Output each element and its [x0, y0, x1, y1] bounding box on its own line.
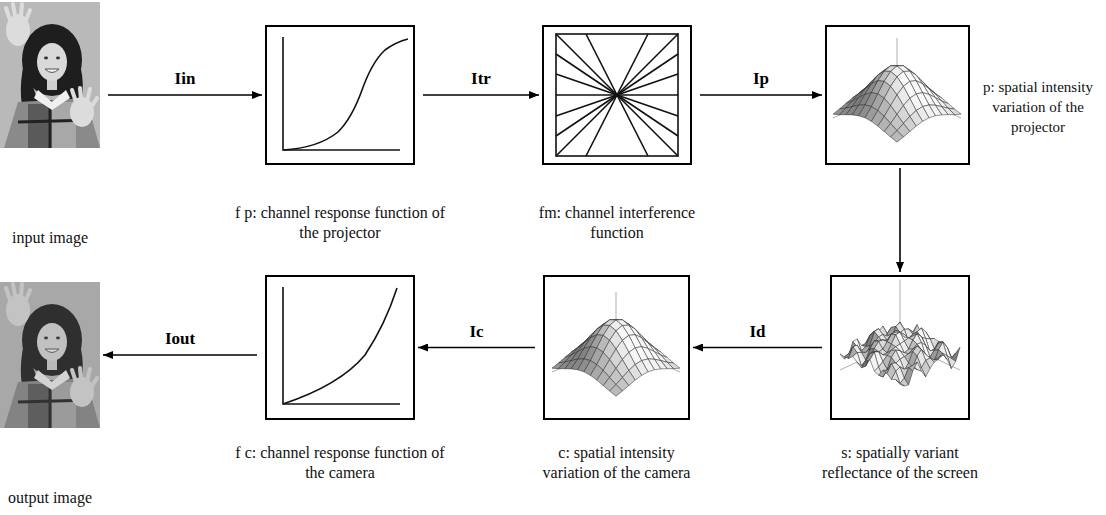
flow-arrow [418, 347, 535, 349]
curve-axes [283, 37, 400, 150]
curve-axes [283, 287, 400, 404]
screen-surface [840, 280, 960, 386]
signal-label: Ic [467, 322, 485, 342]
figure-caption: output image [0, 488, 110, 508]
output-image: output image [0, 282, 100, 448]
signal-label: Itr [469, 69, 493, 89]
mesh-facet [896, 380, 905, 386]
interference-figure [556, 34, 678, 156]
figure-box [542, 25, 692, 165]
figure-box [265, 275, 415, 420]
mesh-facet [879, 362, 888, 377]
mesh-facet [921, 360, 930, 376]
signal-label: Iin [173, 69, 198, 89]
figure-caption: f p: channel response function of the pr… [228, 203, 453, 243]
output-photo [0, 282, 100, 428]
signal-label: Ip [751, 69, 771, 89]
signal-label: Iout [163, 329, 197, 349]
flow-arrow [108, 94, 262, 96]
response-curve [283, 287, 400, 404]
figure-caption: f c: channel response function of the ca… [228, 443, 453, 483]
image-frame [0, 2, 100, 148]
figure-caption: p: spatial intensity variation of the pr… [974, 77, 1102, 137]
response-curve [283, 37, 408, 150]
mesh-facet [891, 131, 904, 143]
figure-caption: input image [0, 228, 110, 248]
curve-line [283, 39, 408, 150]
flow-arrow [700, 94, 822, 96]
interference-frame [556, 34, 678, 156]
flow-arrow [423, 94, 539, 96]
input-image: input image [0, 2, 100, 168]
camera-surface [552, 292, 680, 396]
interference-line [586, 34, 648, 156]
mesh-facet [610, 385, 623, 397]
projector-surface [833, 38, 961, 142]
interference-box: fm: channel interference function [542, 25, 692, 205]
figure-caption: s: spatially variant reflectance of the … [805, 443, 995, 483]
intensity-surface-box: c: spatial intensity variation of the ca… [543, 275, 690, 460]
flow-arrow [899, 168, 901, 272]
figure-box [830, 275, 970, 420]
figure-box [825, 25, 970, 165]
figure-box [543, 275, 690, 420]
figure-box [265, 25, 415, 165]
flow-arrow [103, 354, 257, 356]
mesh-facet [891, 371, 900, 383]
output-photo-ground [0, 282, 100, 428]
interference-line [556, 34, 678, 156]
response-curve-box: f c: channel response function of the ca… [265, 275, 415, 460]
figure-caption: fm: channel interference function [517, 203, 717, 243]
interference-line [586, 34, 648, 156]
input-photo [0, 2, 100, 148]
signal-label: Id [747, 322, 767, 342]
flow-arrow [693, 347, 822, 349]
curve-line [283, 288, 397, 404]
figure-caption: c: spatial intensity variation of the ca… [529, 443, 704, 483]
image-frame [0, 282, 100, 428]
response-curve-box: f p: channel response function of the pr… [265, 25, 415, 205]
reflectance-surface-box: s: spatially variant reflectance of the … [830, 275, 970, 460]
intensity-surface-box: p: spatial intensity variation of the pr… [825, 25, 970, 225]
interference-line [556, 34, 678, 156]
mesh-facet [853, 353, 862, 366]
